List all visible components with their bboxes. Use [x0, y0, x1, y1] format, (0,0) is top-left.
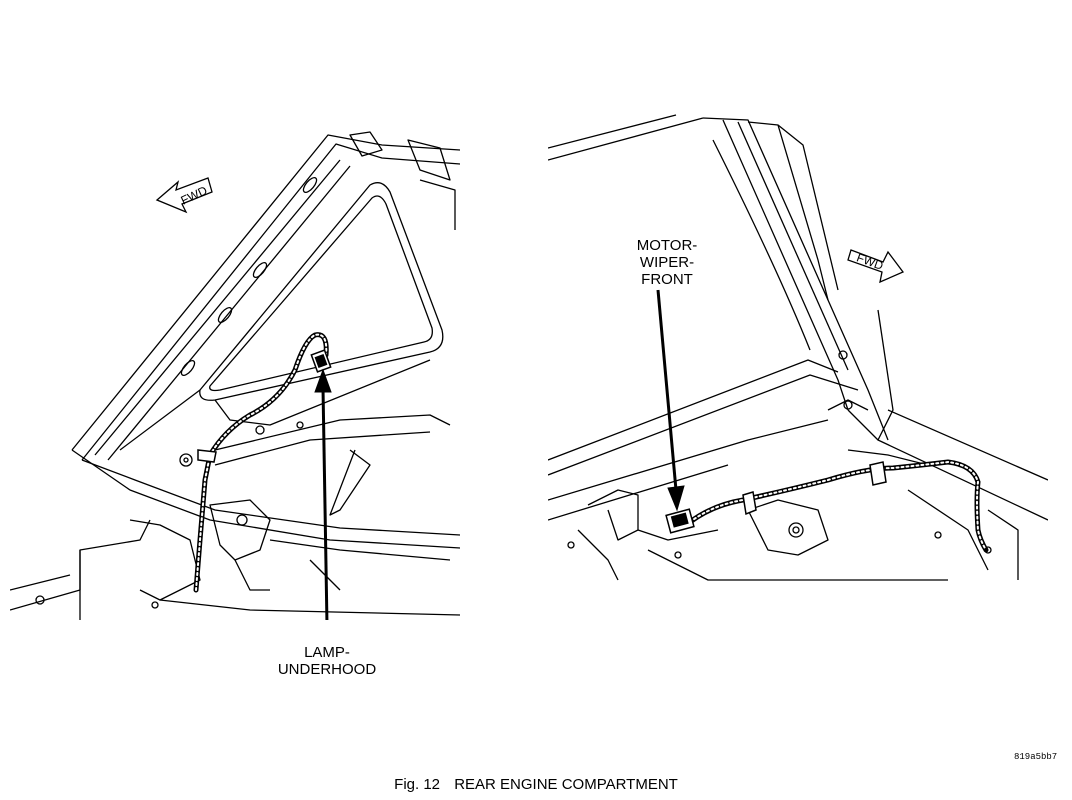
- fwd-arrow-left: FWD: [155, 177, 213, 214]
- hood-inner-opening: [199, 182, 444, 401]
- fwd-text-right: FWD: [855, 250, 886, 273]
- motor-label-line2: WIPER-: [639, 254, 695, 271]
- left-illustration: FWD: [10, 120, 460, 620]
- figure-number: Fig. 12: [394, 776, 441, 793]
- wiper-motor-drawing: FWD: [548, 114, 1048, 581]
- windshield-frame: [548, 114, 677, 149]
- lamp-label-line2: UNDERHOOD: [277, 661, 377, 678]
- motor-label-line3: FRONT: [641, 271, 693, 288]
- wiper-wire-harness: [687, 459, 989, 553]
- lamp-connector: [310, 349, 332, 373]
- hood-outer-frame: [71, 134, 460, 451]
- lamp-leader-arrow: [314, 368, 332, 620]
- right-illustration: FWD: [548, 110, 1048, 590]
- motor-wiper-front-label: MOTOR- WIPER- FRONT: [612, 237, 722, 288]
- figure-title: REAR ENGINE COMPARTMENT: [454, 776, 678, 793]
- wiper-motor-connector: [665, 508, 695, 534]
- motor-label-line1: MOTOR-: [636, 237, 698, 254]
- figure-caption: Fig. 12 REAR ENGINE COMPARTMENT: [0, 776, 1072, 793]
- fwd-arrow-right: FWD: [847, 249, 905, 284]
- lamp-underhood-label: LAMP- UNDERHOOD: [262, 644, 392, 678]
- image-code: 819a5bb7: [1014, 752, 1058, 762]
- underhood-lamp-drawing: FWD: [10, 131, 460, 620]
- lamp-wire-harness: [193, 332, 329, 593]
- motor-leader-arrow: [656, 289, 685, 512]
- lamp-label-line1: LAMP-: [304, 644, 350, 661]
